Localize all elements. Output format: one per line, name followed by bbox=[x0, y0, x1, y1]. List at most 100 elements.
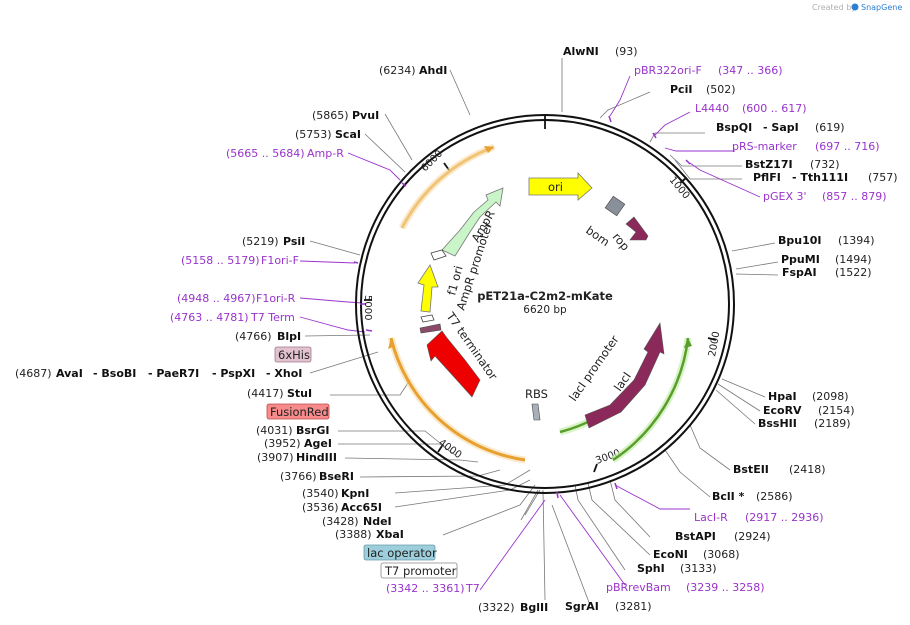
feature-rbs[interactable] bbox=[531, 403, 541, 421]
tick-4000: 4000 bbox=[436, 437, 463, 461]
primer-laci-r[interactable]: LacI-R bbox=[694, 511, 728, 524]
site-avai[interactable]: AvaI bbox=[56, 367, 83, 380]
site-scai-pos: (5753) bbox=[295, 128, 332, 141]
credit-brand[interactable]: SnapGene bbox=[861, 3, 902, 12]
site-fspai[interactable]: FspAI bbox=[782, 266, 817, 279]
site-bglii-pos: (3322) bbox=[478, 601, 515, 614]
site-bstz17i-pos: (732) bbox=[810, 158, 840, 171]
site-kpni[interactable]: KpnI bbox=[341, 487, 369, 500]
site-scai[interactable]: ScaI bbox=[335, 128, 361, 141]
site-hindiii[interactable]: HindIII bbox=[296, 451, 337, 464]
site-blpi[interactable]: BlpI bbox=[277, 330, 301, 343]
feature-rop[interactable] bbox=[625, 216, 649, 241]
feature-ampr[interactable] bbox=[441, 187, 504, 257]
box-t7-promoter[interactable] bbox=[380, 562, 458, 579]
site-ppumi-pos: (1494) bbox=[835, 253, 872, 266]
site-pflfi[interactable]: PflFI bbox=[753, 171, 781, 184]
site-tth111i[interactable]: - Tth111I bbox=[792, 171, 848, 184]
plasmid-name: pET21a-C2m2-mKate bbox=[477, 289, 613, 303]
site-psii[interactable]: PsiI bbox=[283, 235, 305, 248]
primer-t7-term[interactable]: T7 Term bbox=[250, 311, 295, 324]
primer-pbr322ori-f-range: (347 .. 366) bbox=[718, 64, 783, 77]
site-sapi[interactable]: - SapI bbox=[763, 121, 799, 134]
primer-amp-r[interactable]: Amp-R bbox=[307, 147, 344, 160]
site-bseri[interactable]: BseRI bbox=[319, 470, 354, 483]
snapgene-logo-icon bbox=[851, 3, 859, 11]
site-bsrgi-pos: (4031) bbox=[256, 424, 293, 437]
site-bsshii-pos: (2189) bbox=[814, 417, 851, 430]
primer-prs-marker[interactable]: pRS-marker bbox=[732, 140, 797, 153]
leader-lines bbox=[304, 58, 779, 606]
feature-bom[interactable] bbox=[604, 195, 626, 217]
feature-laci[interactable] bbox=[584, 322, 665, 429]
site-sphi-pos: (3133) bbox=[680, 562, 717, 575]
site-hpai[interactable]: HpaI bbox=[768, 390, 797, 403]
site-sgrai[interactable]: SgrAI bbox=[565, 600, 599, 613]
site-ecorv[interactable]: EcoRV bbox=[763, 404, 802, 417]
feature-ampr-promoter[interactable] bbox=[430, 249, 447, 261]
credit-prefix: Created by bbox=[812, 3, 856, 12]
site-bstapi[interactable]: BstAPI bbox=[675, 530, 716, 543]
primer-t7-term-range: (4763 .. 4781) bbox=[170, 311, 249, 324]
primer-f1ori-r[interactable]: F1ori-R bbox=[256, 292, 296, 305]
site-bseri-pos: (3766) bbox=[280, 470, 317, 483]
site-ppumi[interactable]: PpuMI bbox=[781, 253, 820, 266]
site-bsrgi[interactable]: BsrGI bbox=[296, 424, 329, 437]
site-econi[interactable]: EcoNI bbox=[653, 548, 688, 561]
feature-t7-terminator[interactable] bbox=[426, 330, 481, 398]
site-agei-pos: (3952) bbox=[264, 437, 301, 450]
site-bspqi[interactable]: BspQI bbox=[716, 121, 752, 134]
site-bcli[interactable]: BclI * bbox=[712, 490, 745, 503]
site-pspxi[interactable]: - PspXI bbox=[212, 367, 255, 380]
primer-pbr322ori-f[interactable]: pBR322ori-F bbox=[634, 64, 702, 77]
box-lac-operator[interactable] bbox=[363, 544, 436, 561]
plasmid-length: 6620 bp bbox=[523, 304, 567, 316]
primer-f1ori-r-range: (4948 .. 4967) bbox=[177, 292, 256, 305]
site-ecorv-pos: (2154) bbox=[818, 404, 855, 417]
site-acc65i[interactable]: Acc65I bbox=[341, 501, 382, 514]
primer-pbrrevbam[interactable]: pBRrevBam bbox=[606, 581, 671, 594]
site-paer7i[interactable]: - PaeR7I bbox=[148, 367, 199, 380]
feature-ori[interactable] bbox=[528, 171, 593, 201]
box-fusionred[interactable] bbox=[266, 403, 330, 420]
site-bsobi[interactable]: - BsoBI bbox=[93, 367, 136, 380]
site-avai-pos: (4687) bbox=[15, 367, 52, 380]
feature-f1-ori[interactable] bbox=[417, 264, 439, 313]
primer-f1ori-f-range: (5158 .. 5179) bbox=[181, 254, 260, 267]
site-blpi-pos: (4766) bbox=[235, 330, 272, 343]
site-bglii[interactable]: BglII bbox=[520, 601, 548, 614]
site-stui[interactable]: StuI bbox=[287, 387, 312, 400]
site-sphi[interactable]: SphI bbox=[637, 562, 665, 575]
feature-his-marker[interactable] bbox=[419, 323, 442, 334]
primer-t7[interactable]: T7 bbox=[465, 582, 480, 595]
orange-arc-ampr-glow bbox=[398, 143, 496, 230]
site-bpu10i[interactable]: Bpu10I bbox=[778, 234, 822, 247]
orange-arc-ampr-head bbox=[484, 146, 494, 153]
feature-small-box[interactable] bbox=[420, 314, 435, 323]
site-bstz17i[interactable]: BstZ17I bbox=[745, 158, 793, 171]
primer-pgex3-range: (857 .. 879) bbox=[822, 190, 887, 203]
orange-arc-fusionred-head bbox=[388, 338, 395, 349]
site-pvui[interactable]: PvuI bbox=[352, 109, 379, 122]
site-bsteii[interactable]: BstEII bbox=[733, 463, 769, 476]
site-econi-pos: (3068) bbox=[703, 548, 740, 561]
site-bsteii-pos: (2418) bbox=[789, 463, 826, 476]
site-pflfi-pos: (757) bbox=[868, 171, 898, 184]
site-stui-pos: (4417) bbox=[247, 387, 284, 400]
site-fspai-pos: (1522) bbox=[835, 266, 872, 279]
site-xbai[interactable]: XbaI bbox=[376, 528, 404, 541]
site-pcii-pos: (502) bbox=[706, 83, 736, 96]
site-ahdi[interactable]: AhdI bbox=[419, 64, 447, 77]
site-alwni[interactable]: AlwNI bbox=[563, 45, 599, 58]
site-pvui-pos: (5865) bbox=[312, 109, 349, 122]
primer-f1ori-f[interactable]: F1ori-F bbox=[261, 254, 299, 267]
site-pcii[interactable]: PciI bbox=[670, 83, 692, 96]
site-bsshii[interactable]: BssHII bbox=[758, 417, 797, 430]
site-agei[interactable]: AgeI bbox=[304, 437, 332, 450]
box-6xhis[interactable] bbox=[274, 346, 312, 363]
site-xhoi[interactable]: - XhoI bbox=[266, 367, 302, 380]
site-ndei[interactable]: NdeI bbox=[363, 515, 392, 528]
primer-pgex3[interactable]: pGEX 3' bbox=[763, 190, 807, 203]
primer-amp-r-range: (5665 .. 5684) bbox=[226, 147, 305, 160]
primer-l4440[interactable]: L4440 bbox=[695, 102, 729, 115]
